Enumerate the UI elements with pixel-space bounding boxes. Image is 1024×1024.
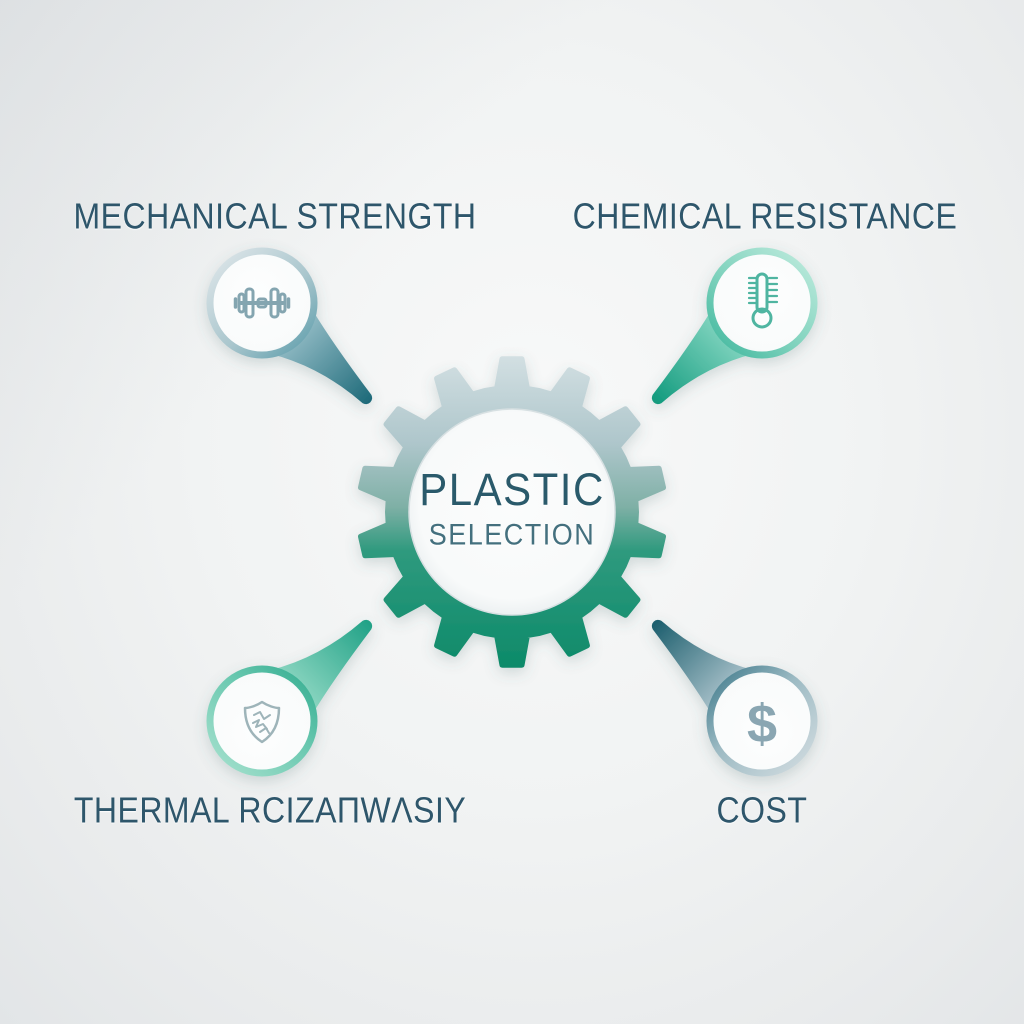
factor-label-thermal: THERMAL RCIZAΠWΛSIY (73, 790, 467, 831)
node-chemical-resistance (651, 251, 814, 405)
node-mechanical-strength (210, 251, 373, 405)
dumbbell-icon (233, 287, 291, 319)
factor-label-chemical-resistance: CHEMICAL RESISTANCE (572, 196, 958, 237)
node-cost (651, 619, 814, 773)
gear-center-circle (408, 408, 616, 616)
factor-label-mechanical-strength: MECHANICAL STRENGTH (73, 196, 477, 237)
thermometer-icon (747, 272, 779, 329)
shield-icon (243, 700, 281, 744)
dollar-icon: $ (747, 694, 777, 754)
node-thermal (210, 619, 373, 773)
center-title: PLASTIC (419, 464, 605, 515)
gear-center-text: PLASTIC SELECTION (419, 464, 605, 552)
gear (358, 356, 666, 668)
factor-label-cost: COST (716, 790, 808, 831)
center-subtitle: SELECTION (428, 518, 596, 552)
